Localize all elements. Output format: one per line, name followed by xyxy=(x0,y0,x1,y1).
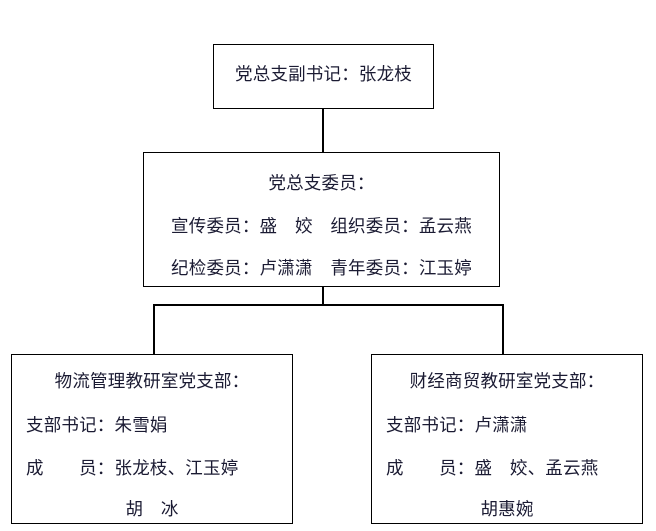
connector-to-finance-branch xyxy=(502,304,504,355)
node-branch-logistics-secretary: 支部书记：朱雪娟 xyxy=(26,414,168,435)
node-branch-logistics-members-continued: 胡 冰 xyxy=(125,498,179,519)
node-vice-secretary: 党总支副书记：张龙枝 xyxy=(213,44,434,109)
node-branch-finance-heading: 财经商贸教研室党支部： xyxy=(409,371,605,391)
node-branch-logistics: 物流管理教研室党支部： 支部书记：朱雪娟 成 员：张龙枝、江玉婷 胡 冰 xyxy=(11,354,293,524)
node-vice-secretary-label: 党总支副书记：张龙枝 xyxy=(235,64,412,84)
connector-committee-stub xyxy=(322,287,324,305)
node-branch-logistics-heading: 物流管理教研室党支部： xyxy=(54,371,250,391)
node-branch-finance-content: 财经商贸教研室党支部： 支部书记：卢潇潇 成 员：盛 姣、孟云燕 胡惠婉 xyxy=(372,371,642,519)
node-party-committee-heading: 党总支委员： xyxy=(268,173,375,193)
node-branch-finance: 财经商贸教研室党支部： 支部书记：卢潇潇 成 员：盛 姣、孟云燕 胡惠婉 xyxy=(371,354,643,524)
node-branch-logistics-members: 成 员：张龙枝、江玉婷 xyxy=(26,458,239,478)
node-branch-logistics-content: 物流管理教研室党支部： 支部书记：朱雪娟 成 员：张龙枝、江玉婷 胡 冰 xyxy=(12,371,292,519)
node-branch-finance-members: 成 员：盛 姣、孟云燕 xyxy=(386,458,599,478)
node-branch-finance-secretary: 支部书记：卢潇潇 xyxy=(386,414,528,435)
connector-to-logistics-branch xyxy=(153,304,155,355)
node-branch-finance-members-continued: 胡惠婉 xyxy=(480,498,534,519)
connector-vice-secretary-to-committee xyxy=(322,109,324,152)
node-party-committee-line-discipline-youth: 纪检委员：卢潇潇 青年委员：江玉婷 xyxy=(171,258,472,278)
connector-branch-split-bar xyxy=(153,304,503,306)
node-party-committee: 党总支委员： 宣传委员：盛 姣 组织委员：孟云燕 纪检委员：卢潇潇 青年委员：江… xyxy=(143,152,500,287)
node-party-committee-line-publicity-organization: 宣传委员：盛 姣 组织委员：孟云燕 xyxy=(171,215,472,236)
